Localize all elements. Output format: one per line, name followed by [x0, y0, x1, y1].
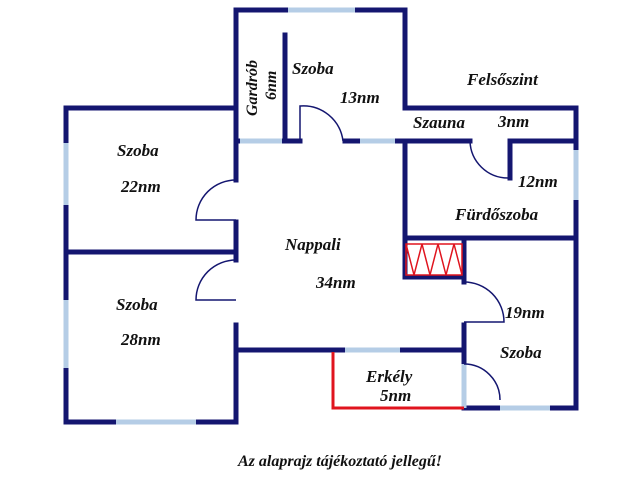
- room-szoba22-name: Szoba: [117, 141, 159, 160]
- door-szauna: [469, 140, 509, 179]
- room-szoba19-area: 19nm: [505, 303, 545, 322]
- room-szoba13-area: 13nm: [340, 88, 380, 107]
- room-szauna-area: 3nm: [497, 112, 529, 131]
- windows: [63, 7, 579, 425]
- room-erkely-area: 5nm: [380, 386, 411, 405]
- room-szoba28-name: Szoba: [116, 295, 158, 314]
- stairs: [405, 243, 463, 276]
- room-furdo-area: 12nm: [518, 172, 558, 191]
- room-szoba19-name: Szoba: [500, 343, 542, 362]
- room-szoba28-area: 28nm: [120, 330, 161, 349]
- floor-title: Felsőszint: [466, 70, 539, 89]
- room-szoba22-area: 22nm: [120, 177, 161, 196]
- room-gardrob-name: Gardrób: [244, 60, 261, 116]
- room-nappali-area: 34nm: [315, 273, 356, 292]
- door-erkely: [463, 363, 501, 401]
- room-szauna-name: Szauna: [413, 113, 465, 132]
- door-szoba19: [463, 281, 505, 323]
- room-erkely-name: Erkély: [365, 367, 413, 386]
- door-szoba28: [195, 259, 237, 301]
- room-furdo-name: Fürdőszoba: [454, 205, 539, 224]
- walls: [63, 7, 579, 425]
- room-szoba13-name: Szoba: [292, 59, 334, 78]
- disclaimer-note: Az alaprajz tájékoztató jellegű!: [237, 453, 442, 470]
- door-szoba13: [299, 105, 344, 142]
- door-szoba22: [195, 179, 237, 221]
- doors: [195, 105, 509, 401]
- balcony-railing: [331, 352, 464, 410]
- room-nappali-name: Nappali: [284, 235, 341, 254]
- room-gardrob-area: 6nm: [263, 71, 280, 100]
